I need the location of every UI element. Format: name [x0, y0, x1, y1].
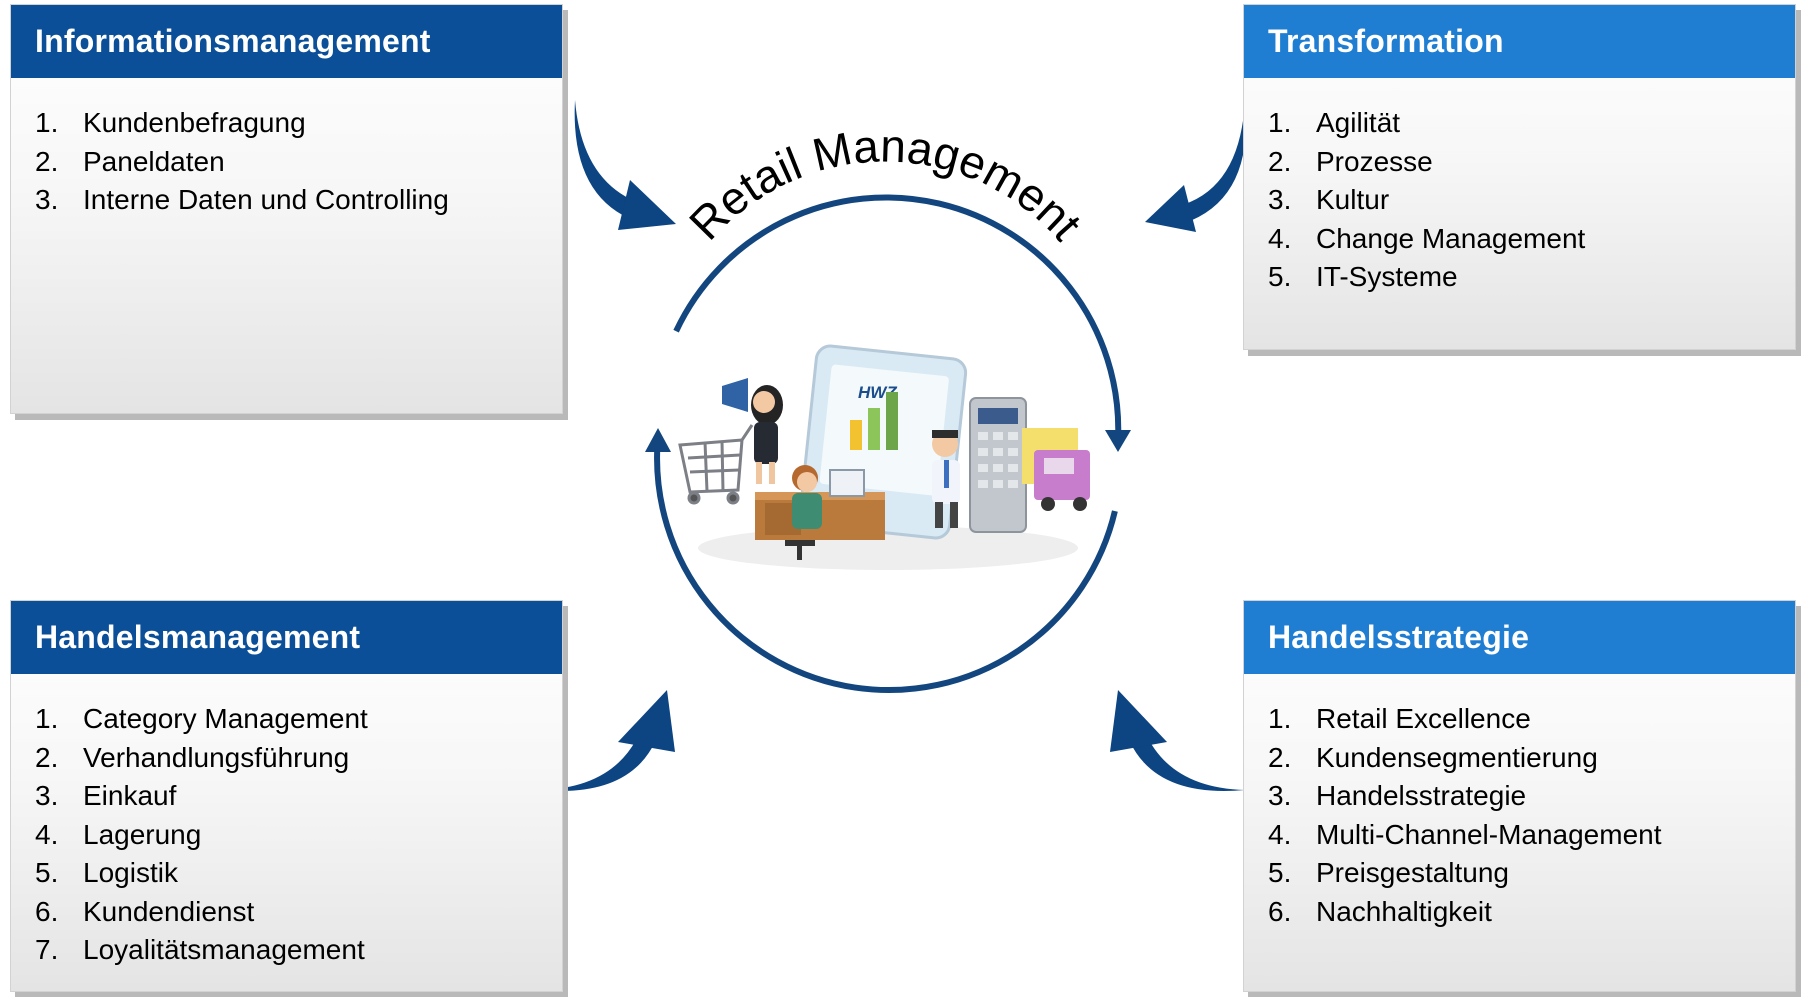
- list-item: 2. Prozesse: [1268, 143, 1795, 182]
- list-item: 2. Paneldaten: [35, 143, 562, 182]
- list-item-number: 3.: [1268, 184, 1292, 215]
- list-item-number: 1.: [1268, 703, 1292, 734]
- list-item-number: 6.: [1268, 895, 1292, 927]
- list-item-number: 1.: [1268, 107, 1292, 138]
- list-item: 3. Handelsstrategie: [1268, 777, 1795, 816]
- center-title-text: Retail Management: [679, 119, 1092, 249]
- list-item-number: 7.: [35, 934, 59, 965]
- list-item-label: Retail Excellence: [1316, 703, 1531, 734]
- list-item-label: Preisgestaltung: [1316, 857, 1510, 888]
- list-item-label: Loyalitätsmanagement: [83, 934, 365, 965]
- box-list: 1. Kundenbefragung 2. Paneldaten 3. Interne…: [11, 78, 562, 220]
- box-list: 1. Agilität 2. Prozesse 3. Kultur 4. Change …: [1244, 78, 1795, 297]
- woman-megaphone-icon: [722, 378, 783, 484]
- cycle-ring: [654, 194, 1122, 694]
- list-item-number: 4.: [1268, 222, 1292, 254]
- list-item-label: Handelsstrategie: [1316, 780, 1527, 811]
- calculator-icon: [969, 397, 1027, 533]
- list-item-label: Agilität: [1316, 107, 1401, 138]
- box-list: 1. Category Management 2. Verhandlungsführ…: [11, 674, 562, 970]
- list-item-label: Kundensegmentierung: [1316, 741, 1598, 773]
- businessman-icon: [932, 430, 960, 528]
- list-item: 1. Retail Excellence: [1268, 700, 1795, 739]
- list-item-number: 6.: [35, 895, 59, 927]
- box-transformation: Transformation 1. Agilität 2. Prozesse 3. K…: [1243, 4, 1796, 350]
- list-item: 4. Multi-Channel-Management: [1268, 816, 1795, 855]
- list-item: 1. Category Management: [35, 700, 562, 739]
- list-item-number: 2.: [35, 145, 59, 177]
- box-header-handelsstrategie: Handelsstrategie: [1244, 601, 1795, 674]
- box-header-informationsmanagement: Informationsmanagement: [11, 5, 562, 78]
- list-item-label: Lagerung: [83, 818, 202, 850]
- list-item: 6. Kundendienst: [35, 893, 562, 932]
- cycle-arc-left: [654, 443, 1118, 694]
- list-item-label: Kundenbefragung: [83, 107, 306, 138]
- list-item: 7. Loyalitätsmanagement: [35, 931, 562, 970]
- list-item-label: Logistik: [83, 857, 178, 888]
- list-item-number: 5.: [35, 857, 59, 888]
- box-list: 1. Retail Excellence 2. Kundensegmentierun…: [1244, 674, 1795, 931]
- box-informationsmanagement: Informationsmanagement 1. Kundenbefragung…: [10, 4, 563, 414]
- list-item-number: 5.: [1268, 857, 1292, 888]
- list-item-label: Nachhaltigkeit: [1316, 895, 1492, 927]
- list-item: 3. Interne Daten und Controlling: [35, 181, 562, 220]
- list-item-label: Einkauf: [83, 780, 177, 811]
- list-item-label: Verhandlungsführung: [83, 741, 350, 773]
- list-item-number: 1.: [35, 703, 59, 734]
- list-item-number: 4.: [1268, 818, 1292, 850]
- list-item-number: 1.: [35, 107, 59, 138]
- list-item-label: Paneldaten: [83, 145, 225, 177]
- list-item-number: 3.: [1268, 780, 1292, 811]
- arrow-transformation: [1145, 100, 1247, 232]
- arrow-informationsmanagement: [574, 100, 676, 230]
- list-item-number: 2.: [1268, 741, 1292, 773]
- cycle-arrowhead-left: [645, 428, 671, 452]
- box-handelsmanagement: Handelsmanagement 1. Category Management …: [10, 600, 563, 992]
- list-item: 2. Kundensegmentierung: [1268, 739, 1795, 778]
- list-item-number: 3.: [35, 780, 59, 811]
- list-item-label: Multi-Channel-Management: [1316, 818, 1662, 850]
- list-item-label: Prozesse: [1316, 145, 1433, 177]
- list-item-label: Kundendienst: [83, 895, 255, 927]
- cycle-arc-right: [673, 194, 1122, 435]
- list-item-number: 5.: [1268, 261, 1292, 292]
- list-item: 2. Verhandlungsführung: [35, 739, 562, 778]
- delivery-truck-icon: [1022, 428, 1090, 511]
- list-item-label: IT-Systeme: [1316, 261, 1458, 292]
- list-item: 3. Kultur: [1268, 181, 1795, 220]
- list-item: 1. Kundenbefragung: [35, 104, 562, 143]
- list-item: 3. Einkauf: [35, 777, 562, 816]
- list-item-number: 2.: [35, 741, 59, 773]
- retail-illustration: HWZ: [678, 344, 1090, 570]
- list-item-label: Kultur: [1316, 184, 1390, 215]
- list-item-label: Interne Daten und Controlling: [83, 184, 449, 215]
- list-item: 5. Logistik: [35, 854, 562, 893]
- list-item: 6. Nachhaltigkeit: [1268, 893, 1795, 932]
- list-item-label: Change Management: [1316, 222, 1586, 254]
- list-item: 1. Agilität: [1268, 104, 1795, 143]
- list-item: 4. Lagerung: [35, 816, 562, 855]
- desk-worker-icon: [755, 465, 885, 560]
- list-item-number: 3.: [35, 184, 59, 215]
- list-item-label: Category Management: [83, 703, 368, 734]
- box-header-handelsmanagement: Handelsmanagement: [11, 601, 562, 674]
- box-handelsstrategie: Handelsstrategie 1. Retail Excellence 2. K…: [1243, 600, 1796, 992]
- box-header-transformation: Transformation: [1244, 5, 1795, 78]
- list-item-number: 2.: [1268, 145, 1292, 177]
- center-title: Retail Management: [679, 119, 1092, 249]
- arrow-handelsmanagement: [540, 690, 675, 791]
- cycle-arrowhead-right: [1105, 430, 1131, 452]
- arrow-handelsstrategie: [1110, 690, 1245, 791]
- list-item: 4. Change Management: [1268, 220, 1795, 259]
- list-item: 5. IT-Systeme: [1268, 258, 1795, 297]
- shopping-cart-icon: [678, 424, 754, 505]
- list-item: 5. Preisgestaltung: [1268, 854, 1795, 893]
- list-item-number: 4.: [35, 818, 59, 850]
